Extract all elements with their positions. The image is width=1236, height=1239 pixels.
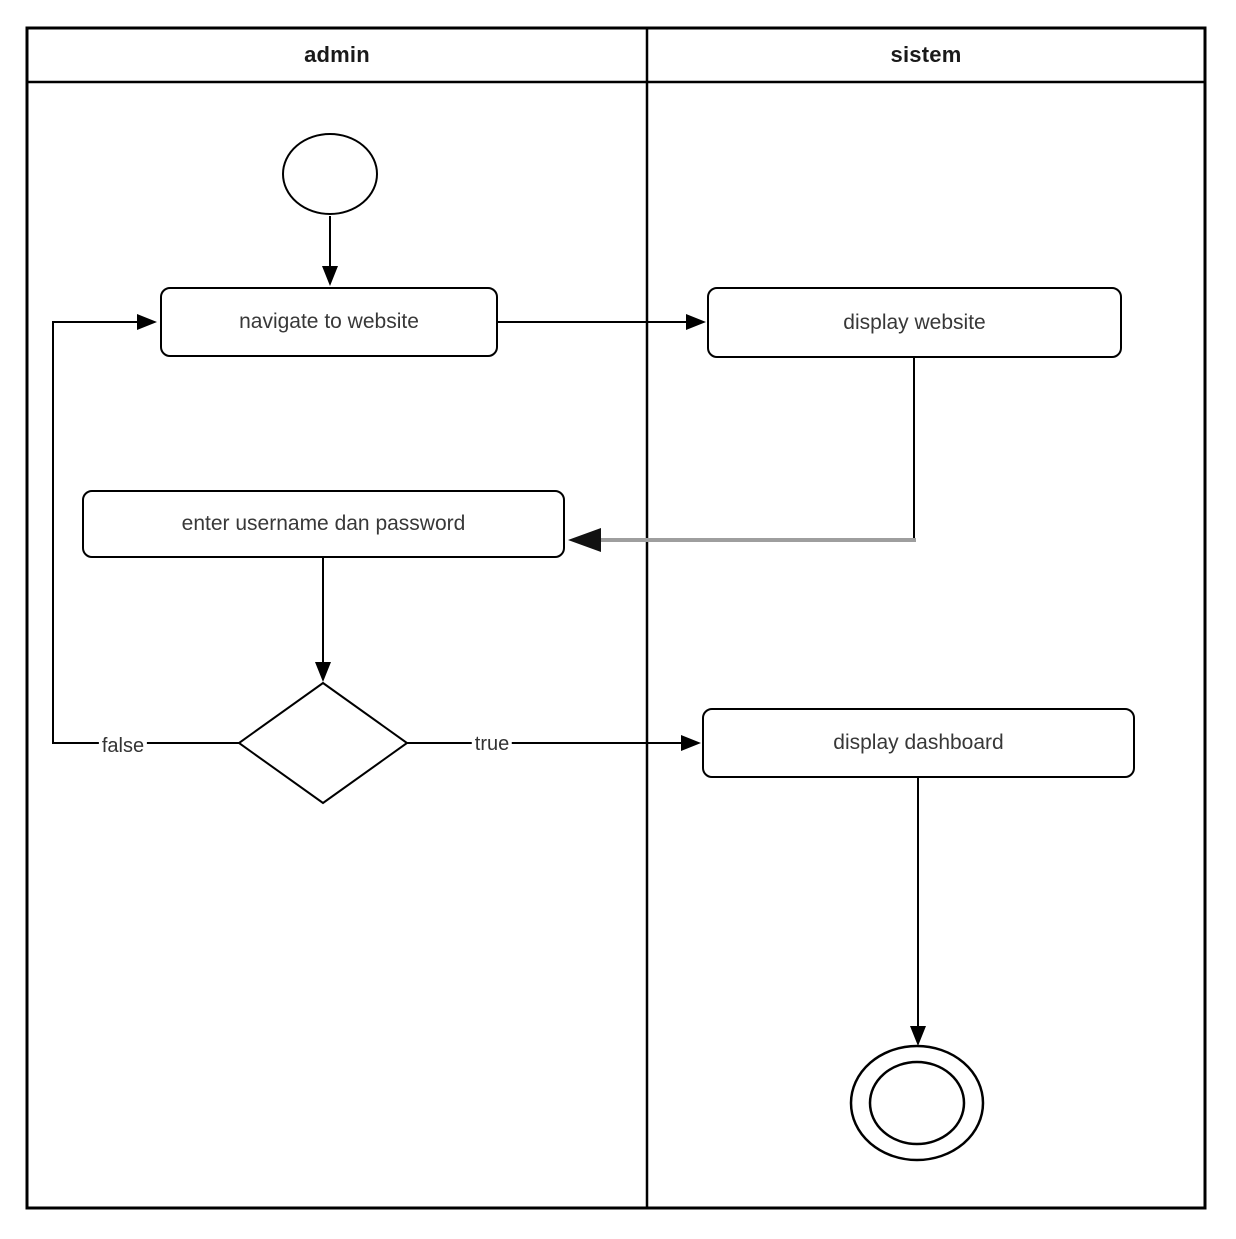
edge-display-website-to-enter-credentials (568, 358, 916, 552)
action-label: display website (843, 310, 986, 334)
edge-navigate-to-display-website (498, 314, 706, 330)
decision-diamond (237, 681, 409, 805)
edge-enter-credentials-to-decision (315, 558, 331, 682)
action-node-display-dashboard: display dashboard (702, 708, 1135, 778)
action-label: display dashboard (833, 731, 1004, 754)
initial-node (282, 133, 378, 215)
lane-header-admin: admin (29, 28, 645, 82)
arrowhead-down-icon (315, 662, 331, 682)
arrowhead-right-icon (681, 735, 701, 751)
action-label: enter username dan password (181, 512, 466, 535)
edge-label-false: false (98, 736, 148, 756)
lane-header-sistem: sistem (648, 28, 1204, 82)
action-label: navigate to website (239, 310, 419, 333)
edge-label-true: true (471, 734, 513, 754)
edge-start-to-navigate (322, 216, 338, 286)
action-node-navigate-to-website: navigate to website (160, 287, 498, 357)
arrowhead-left-icon (568, 528, 601, 552)
arrowhead-right-icon (137, 314, 157, 330)
action-node-display-website: display website (707, 287, 1122, 358)
action-node-enter-username-dan-password: enter username dan password (82, 490, 565, 558)
swimlane-outer-border (25, 26, 1207, 1210)
final-node-inner (868, 1060, 966, 1146)
edge-display-dashboard-to-end (910, 778, 926, 1046)
edge-decision-true-to-display-dashboard (407, 735, 701, 751)
arrowhead-right-icon (686, 314, 706, 330)
lane-label-sistem: sistem (890, 42, 962, 67)
arrowhead-down-icon (910, 1026, 926, 1046)
lane-label-admin: admin (304, 42, 370, 67)
arrowhead-down-icon (322, 266, 338, 286)
